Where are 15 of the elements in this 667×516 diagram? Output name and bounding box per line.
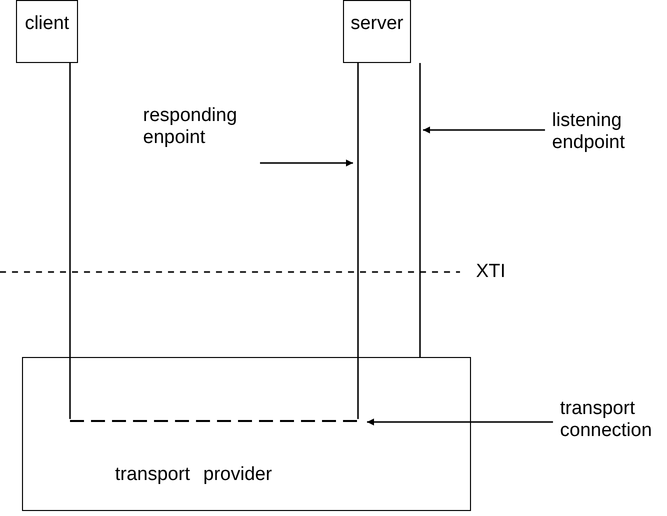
connector-line <box>357 63 359 419</box>
leader-line <box>423 126 545 134</box>
leader-line <box>260 160 353 166</box>
boundary-label: XTI <box>476 261 506 283</box>
leader-line <box>367 418 553 426</box>
box-label: transport provider <box>115 464 272 486</box>
callout-text: transport connection <box>560 398 667 446</box>
connector-line <box>419 63 421 357</box>
connector-line <box>69 63 71 419</box>
connection-line <box>70 420 360 422</box>
process-box: server <box>343 0 411 63</box>
process-box: client <box>16 0 78 63</box>
callout-text: listening endpoint <box>552 110 642 156</box>
callout-text: responding enpoint <box>143 105 258 155</box>
provider-box <box>22 357 471 511</box>
